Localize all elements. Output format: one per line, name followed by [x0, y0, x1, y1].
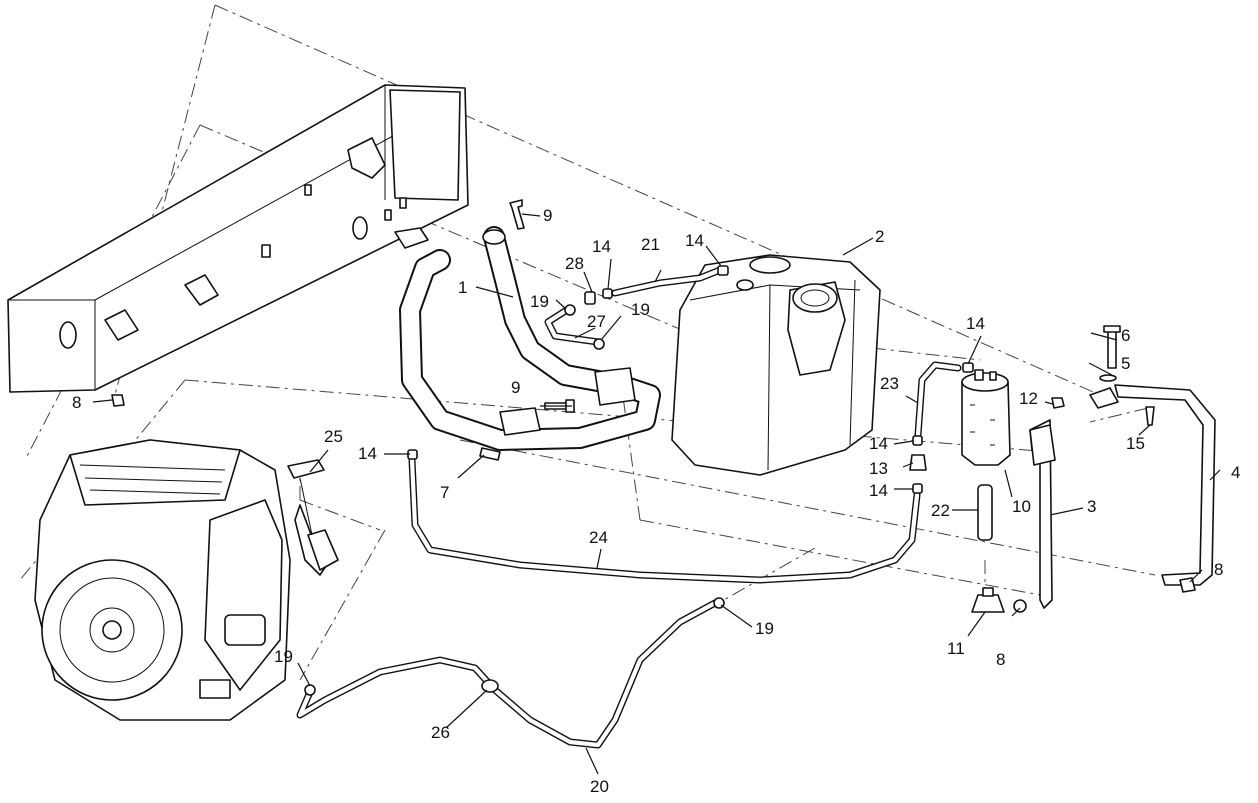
callout-24: 24	[589, 528, 608, 547]
hose-24	[408, 456, 921, 584]
callout-19-vent: 19	[530, 292, 549, 311]
callout-25: 25	[324, 427, 343, 446]
engine	[34, 439, 331, 721]
callout-20: 20	[590, 777, 609, 796]
callout-labels: 1 2 3 4 5 6 7 8 8 8 9 9 10 11 12 13 14 1…	[72, 206, 1240, 796]
hardware	[111, 199, 1196, 696]
hose-22	[977, 484, 993, 541]
callout-22: 22	[931, 501, 950, 520]
callout-2: 2	[875, 227, 884, 246]
callout-8-bracket: 8	[996, 650, 1005, 669]
callout-8-strap: 8	[1214, 560, 1223, 579]
callout-11: 11	[947, 639, 965, 658]
callout-14-canister: 14	[966, 314, 985, 333]
callout-6: 6	[1121, 326, 1130, 345]
callout-4: 4	[1231, 463, 1240, 482]
callout-5: 5	[1121, 354, 1130, 373]
callout-14-engine: 14	[358, 444, 377, 463]
hose-21	[611, 266, 724, 297]
leader-lines	[92, 213, 1221, 775]
hose-23	[914, 361, 962, 439]
callout-15: 15	[1126, 434, 1145, 453]
vent-filter	[971, 587, 1005, 613]
tank-strap	[1089, 384, 1216, 586]
callout-14-lower: 14	[869, 481, 888, 500]
callout-28: 28	[565, 254, 584, 273]
callout-14-vent: 14	[592, 237, 611, 256]
callout-21: 21	[641, 235, 660, 254]
callout-8-frame: 8	[72, 393, 81, 412]
frame-crossmember	[7, 84, 469, 393]
callout-13: 13	[869, 459, 888, 478]
callout-14-upper: 14	[869, 434, 888, 453]
carbon-canister	[961, 369, 1011, 466]
callout-10: 10	[1012, 497, 1031, 516]
fuel-tank	[671, 254, 881, 476]
callout-23: 23	[880, 374, 899, 393]
callout-26: 26	[431, 723, 450, 742]
callout-9-mid: 9	[511, 378, 520, 397]
canister-bracket	[1029, 419, 1056, 609]
hose-20	[296, 599, 719, 749]
callout-1: 1	[458, 278, 467, 297]
callout-19-hose20: 19	[755, 619, 774, 638]
callout-14-hose21: 14	[685, 231, 704, 250]
callout-9-top: 9	[543, 206, 552, 225]
callout-19-loop: 19	[631, 300, 650, 319]
callout-27: 27	[587, 312, 606, 331]
callout-7: 7	[440, 483, 449, 502]
callout-12: 12	[1019, 389, 1038, 408]
filler-tube	[399, 226, 661, 451]
callout-19-engine: 19	[274, 647, 293, 666]
callout-3: 3	[1087, 497, 1096, 516]
hose-27	[544, 304, 602, 346]
